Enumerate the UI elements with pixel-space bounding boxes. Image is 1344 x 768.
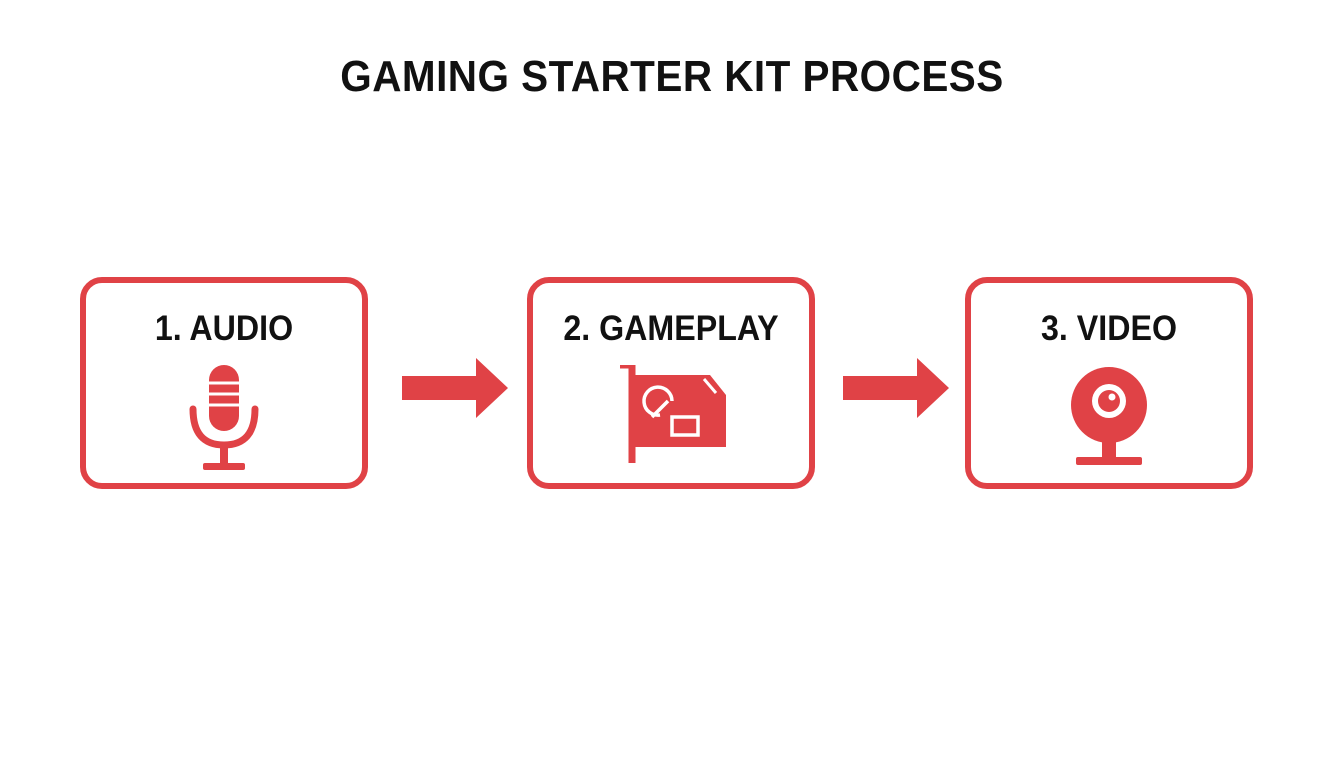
step-video-label: 3. VIDEO — [1040, 309, 1177, 348]
step-gameplay-box: 2. GAMEPLAY — [527, 277, 815, 489]
webcam-icon — [1071, 367, 1147, 465]
step-audio-label: 1. AUDIO — [154, 309, 294, 348]
step-gameplay-label: 2. GAMEPLAY — [563, 309, 779, 348]
page-title: GAMING STARTER KIT PROCESS — [340, 52, 1004, 101]
microphone-icon — [189, 365, 259, 470]
step-audio-box: 1. AUDIO — [80, 277, 368, 489]
arrow-right-icon — [843, 358, 949, 418]
step-video-box: 3. VIDEO — [965, 277, 1253, 489]
capture-card-icon — [620, 365, 726, 463]
arrow-right-icon — [402, 358, 508, 418]
